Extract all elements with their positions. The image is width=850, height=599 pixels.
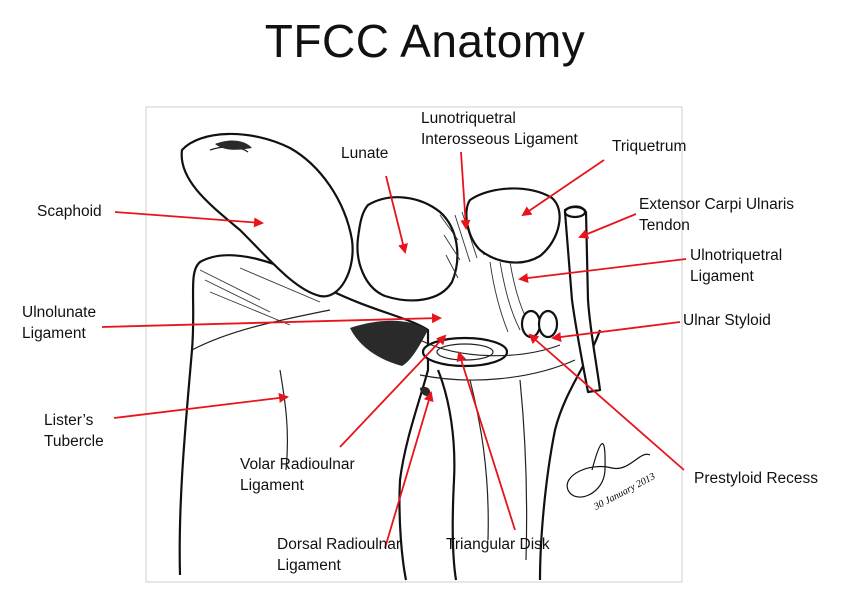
arrow-lunotriquetral [460,151,471,230]
arrow-lunate [385,175,408,254]
ulnar-styloid [520,309,542,339]
label-lunate: Lunate [341,145,389,162]
scaphoid-bone [180,132,354,298]
label-listers: Lister’s Tubercle [44,412,104,450]
label-ulnar-styloid: Ulnar Styloid [683,312,771,329]
arrow-ulnar-styloid [551,321,681,342]
label-ulnotriquetral: Ulnotriquetral Ligament [690,247,783,285]
label-scaphoid: Scaphoid [37,203,102,220]
arrow-ulnolunate [101,313,442,328]
label-triangular: Triangular Disk [446,536,550,553]
lunate-bone [356,196,459,302]
triangular-disk [421,336,509,368]
arrow-triquetrum [521,159,605,217]
label-triquetrum: Triquetrum [612,138,687,155]
signature [566,443,651,498]
signature-date: 30 January 2013 [591,471,657,513]
ecu-tendon [563,205,602,394]
arrow-dorsal [384,391,434,549]
label-volar: Volar Radioulnar Ligament [240,456,355,494]
label-ecu: Extensor Carpi Ulnaris Tendon [639,196,795,234]
arrow-volar [339,334,447,448]
arrow-ulnotriquetral [518,258,687,284]
arrow-listers [113,393,289,419]
page-title: TFCC Anatomy [264,15,586,67]
label-dorsal: Dorsal Radioulnar Ligament [277,536,402,574]
arrow-prestyloid [528,333,685,471]
illustration-frame [145,106,683,583]
arrow-scaphoid [114,211,264,228]
label-ulnolunate: Ulnolunate Ligament [22,304,97,342]
label-prestyloid: Prestyloid Recess [694,470,819,487]
arrow-triangular [456,351,516,531]
arrow-ecu [578,213,637,239]
label-lunotriquetral: Lunotriquetral Interosseous Ligament [421,110,578,148]
